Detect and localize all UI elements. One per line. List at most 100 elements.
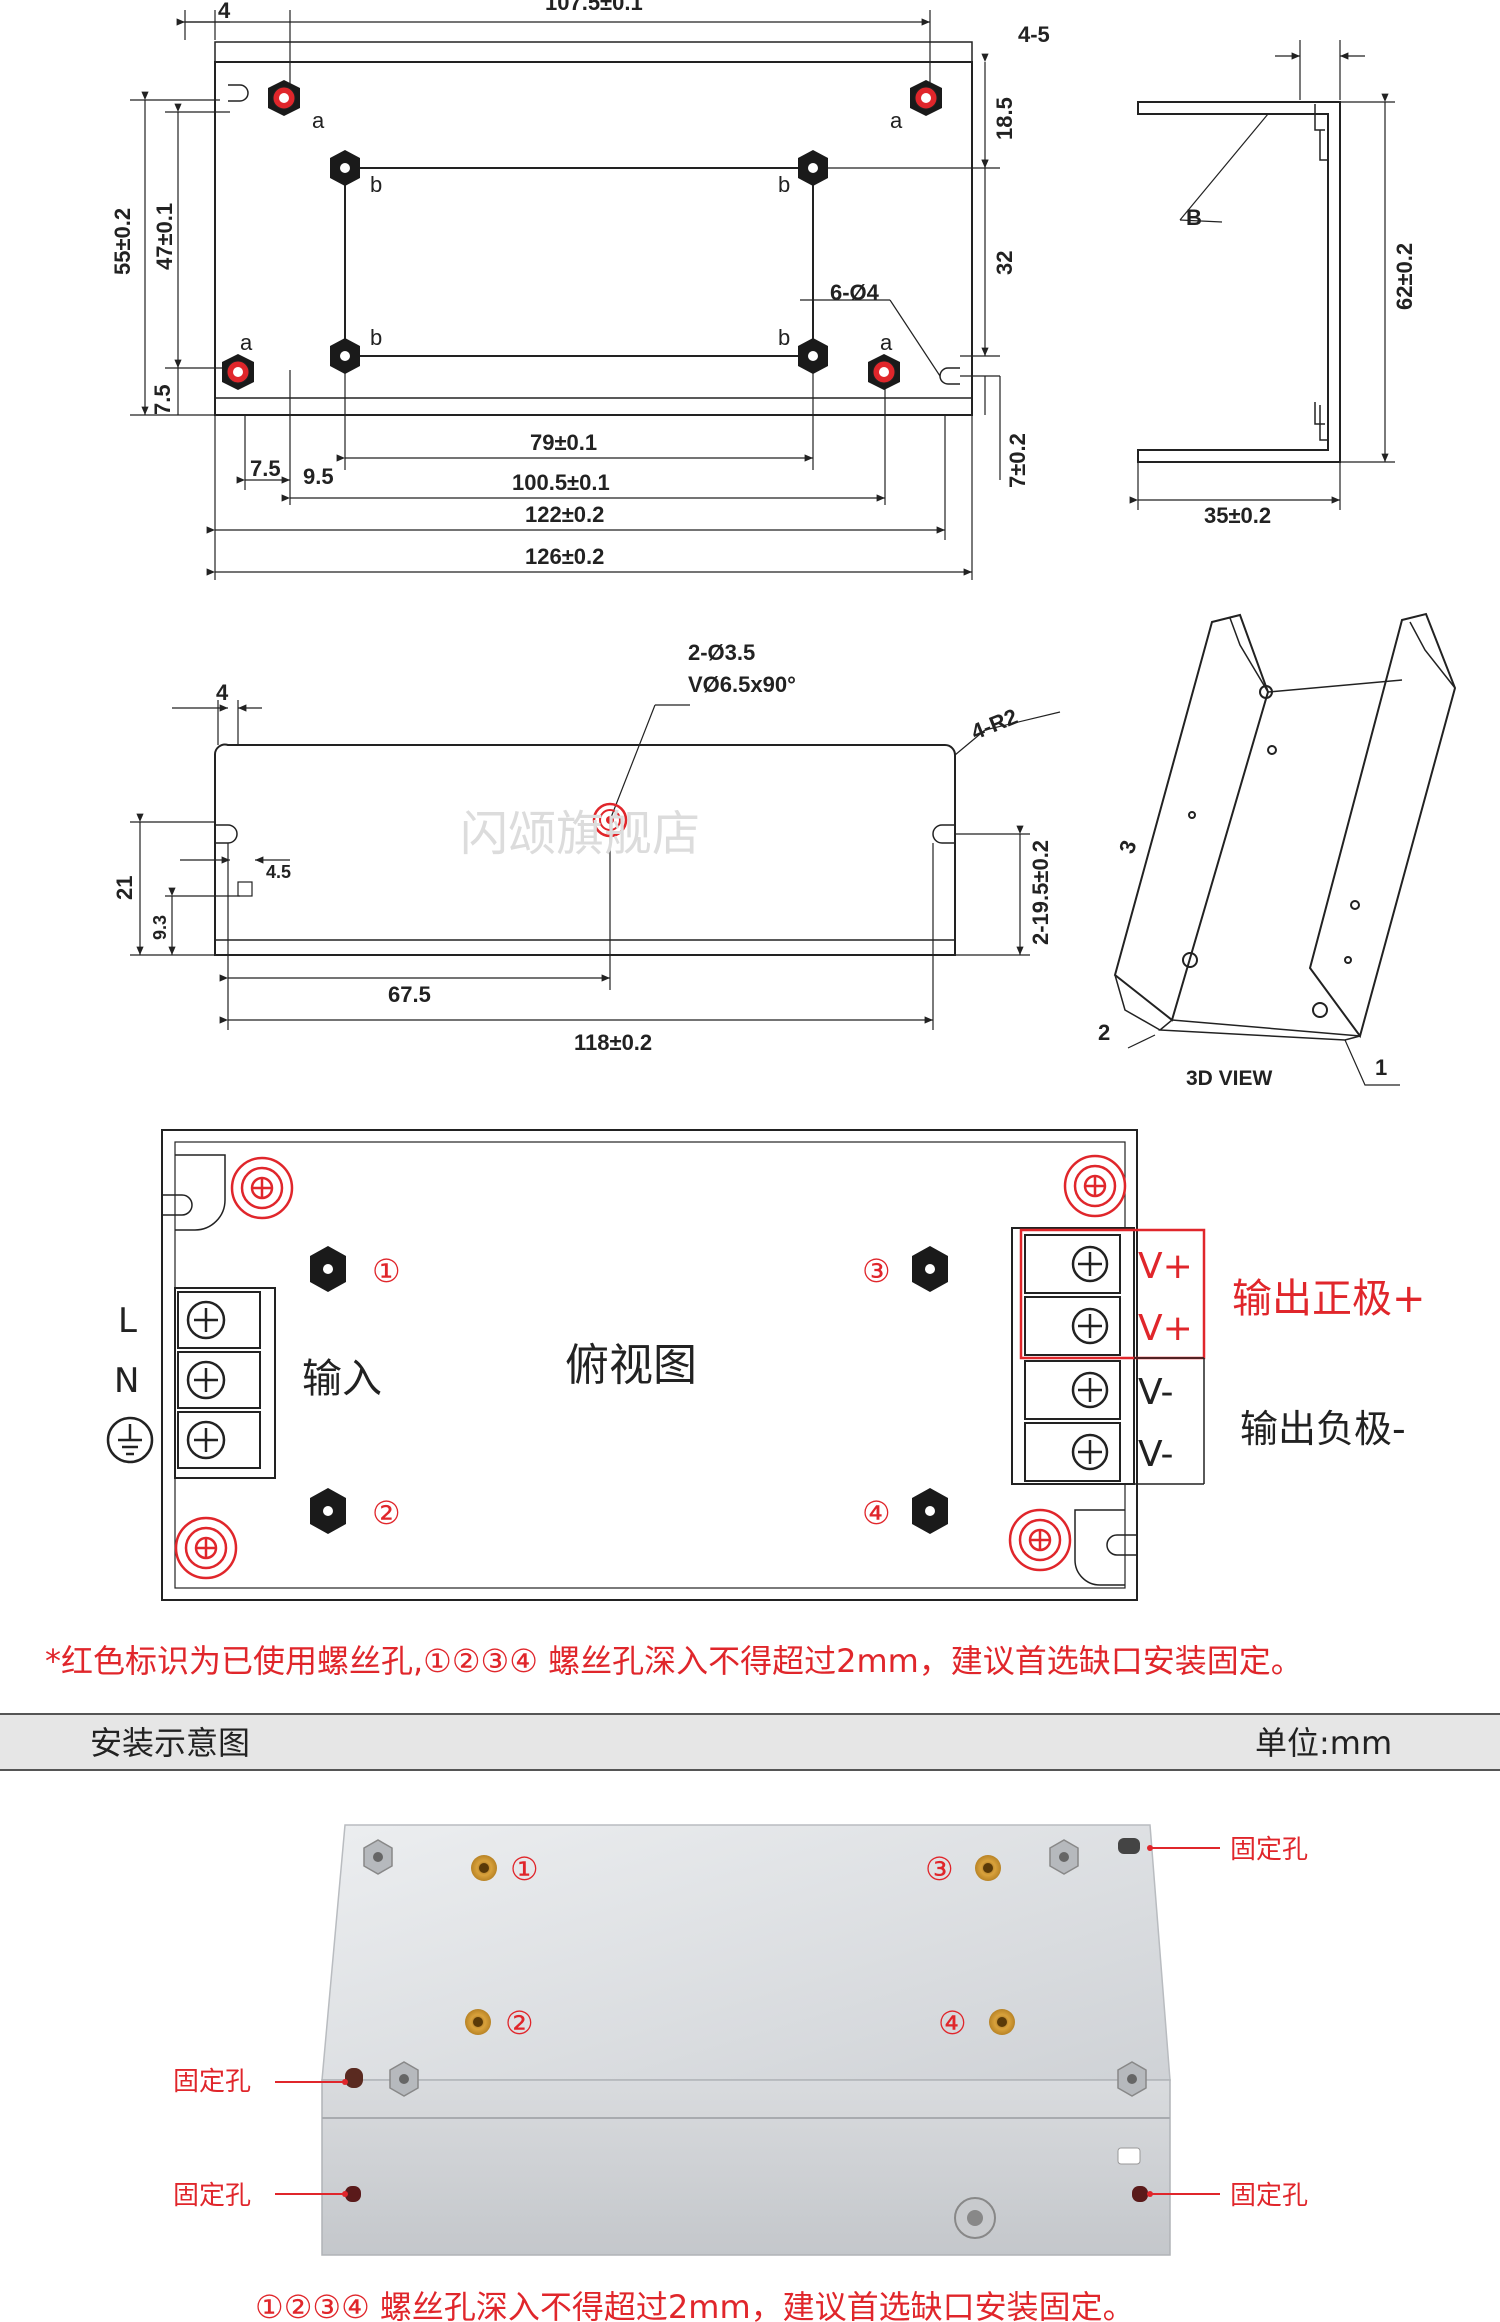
hole-b-top-right <box>798 150 828 186</box>
hole-a-bottom-left <box>222 354 254 390</box>
top-view-holes <box>222 80 942 390</box>
label-output-negative: 输出负极- <box>1240 1407 1406 1451</box>
circle-4: ④ <box>862 1494 891 1532</box>
dim-47: 47±0.1 <box>152 203 177 270</box>
top-plan-labels: L N 输入 俯视图 ① ② ③ ④ V+ V+ V- V- 输出正极+ 输出负… <box>114 1246 1426 1532</box>
label-a: a <box>880 330 893 355</box>
side-view-drawing <box>130 700 1061 1030</box>
nut-1 <box>310 1246 346 1292</box>
dim-18: 18.5 <box>992 97 1017 140</box>
screw-v2 <box>1071 1307 1109 1345</box>
photo-labels: 固定孔 固定孔 固定孔 固定孔 ① ② ③ ④ ①②③④ 螺丝孔深入不得超过2m… <box>173 1835 1308 2322</box>
dim-radius: 4-R2 <box>968 704 1022 745</box>
photo-circle-1: ① <box>510 1850 539 1888</box>
brass-insert-2 <box>465 2009 491 2035</box>
screw-v1 <box>1071 1245 1109 1283</box>
terminal-screws <box>186 1245 1109 1471</box>
unit-label: 单位:mm <box>1255 1724 1392 1762</box>
3d-view-labels: 3D VIEW 1 2 3 <box>1098 837 1387 1090</box>
note-text: *红色标识为已使用螺丝孔,①②③④ 螺丝孔深入不得超过2mm，建议首选缺口安装固… <box>45 1642 1303 1680</box>
dim-19-5: 2-19.5±0.2 <box>1028 840 1053 945</box>
dim-4: 4 <box>216 680 229 705</box>
label-b: b <box>778 325 790 350</box>
label-a: a <box>890 108 903 133</box>
top-view-drawing <box>130 10 1001 580</box>
section-title: 安装示意图 <box>90 1724 250 1762</box>
fix-hole-label: 固定孔 <box>1230 2181 1308 2211</box>
nut-2 <box>310 1488 346 1534</box>
dim-7-5-b: 7.5 <box>250 456 281 481</box>
dim-4: 4 <box>218 0 231 23</box>
dim-7: 7±0.2 <box>1005 433 1030 488</box>
dim-126: 126±0.2 <box>525 544 604 569</box>
red-hole-tl <box>230 1156 294 1220</box>
hole-a-top-left <box>268 80 300 116</box>
3d-view-label: 3D VIEW <box>1186 1067 1273 1090</box>
label-vplus-1: V+ <box>1138 1246 1193 1287</box>
screw-v3 <box>1071 1371 1109 1409</box>
circle-1: ① <box>372 1252 401 1290</box>
dim-6-holes: 6-Ø4 <box>830 280 880 305</box>
fix-hole-label: 固定孔 <box>173 2067 251 2097</box>
3d-num-1: 1 <box>1375 1055 1387 1080</box>
dim-hole: 2-Ø3.5 <box>688 640 755 665</box>
dim-32: 32 <box>992 251 1017 275</box>
installation-photo <box>275 1824 1220 2256</box>
bottom-note: ①②③④ 螺丝孔深入不得超过2mm，建议首选缺口安装固定。 <box>255 2288 1135 2322</box>
screw-PE <box>186 1420 226 1460</box>
label-a: a <box>312 108 325 133</box>
dim-9-3: 9.3 <box>150 915 170 940</box>
label-vminus-1: V- <box>1138 1372 1174 1413</box>
screw-L <box>186 1300 226 1340</box>
red-hole-br <box>1008 1508 1072 1572</box>
photo-circle-3: ③ <box>925 1850 954 1888</box>
dim-21: 21 <box>112 876 137 900</box>
top-view-labels: a a a a b b b b 4 107.5±0.1 4-5 18.5 55±… <box>110 0 1417 569</box>
label-b: b <box>778 172 790 197</box>
brass-insert-1 <box>471 1855 497 1881</box>
nut-4 <box>912 1488 948 1534</box>
red-hole-tr <box>1063 1154 1127 1218</box>
fix-hole-label: 固定孔 <box>1230 1835 1308 1865</box>
brass-insert-3 <box>975 1855 1001 1881</box>
dim-100-5: 100.5±0.1 <box>512 470 610 495</box>
screw-N <box>186 1360 226 1400</box>
side-view-labels: 4 2-Ø3.5 VØ6.5x90° 4-R2 21 4.5 9.3 2-19.… <box>112 640 1053 1055</box>
nut-3 <box>912 1246 948 1292</box>
dim-4-5: 4-5 <box>1018 22 1050 47</box>
3d-num-3: 3 <box>1114 837 1142 856</box>
hole-b-bottom-right <box>798 338 828 374</box>
label-vplus-2: V+ <box>1138 1308 1193 1349</box>
brass-insert-4 <box>989 2009 1015 2035</box>
hole-a-bottom-right <box>868 354 900 390</box>
dim-55: 55±0.2 <box>110 208 135 275</box>
dim-79: 79±0.1 <box>530 430 597 455</box>
dim-9-5: 9.5 <box>303 464 334 489</box>
label-N: N <box>114 1361 139 1401</box>
label-L: L <box>118 1301 137 1341</box>
screw-holes-1-4 <box>310 1246 948 1534</box>
circle-2: ② <box>372 1494 401 1532</box>
label-b: b <box>370 325 382 350</box>
plan-title: 俯视图 <box>565 1340 697 1391</box>
ground-icon <box>106 1416 154 1464</box>
dim-35: 35±0.2 <box>1204 503 1271 528</box>
label-output-positive: 输出正极+ <box>1232 1276 1426 1322</box>
hole-a-top-right <box>910 80 942 116</box>
dim-countersink: VØ6.5x90° <box>688 672 796 697</box>
screw-v4 <box>1071 1433 1109 1471</box>
dim-67-5: 67.5 <box>388 982 431 1007</box>
section-bar: 安装示意图 单位:mm <box>0 1713 1500 1771</box>
circle-3: ③ <box>862 1252 891 1290</box>
label-B: B <box>1186 205 1202 230</box>
label-a: a <box>240 330 253 355</box>
photo-circle-4: ④ <box>938 2004 967 2042</box>
dim-4-5: 4.5 <box>266 862 291 882</box>
3d-num-2: 2 <box>1098 1020 1110 1045</box>
hole-b-top-left <box>330 150 360 186</box>
used-mounting-holes <box>174 1154 1127 1580</box>
dim-122: 122±0.2 <box>525 502 604 527</box>
dim-7-5: 7.5 <box>150 384 175 415</box>
